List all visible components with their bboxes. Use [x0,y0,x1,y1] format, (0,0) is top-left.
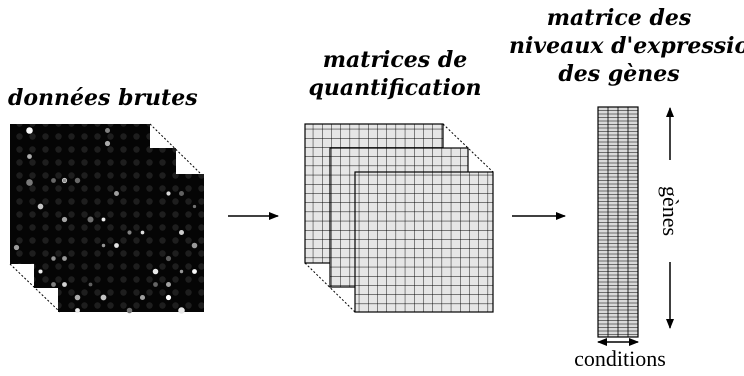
expression-title-line3: des gènes [558,61,680,87]
bright-spot [88,282,93,287]
raw-image-front [58,174,204,312]
bright-spot [26,179,33,186]
expression-title: matrice des niveaux d'expression des gèn… [509,4,744,88]
bright-spot [179,191,184,196]
bright-spot [101,217,106,222]
bright-spot [191,242,198,249]
quant-stack-edge-top-right [442,123,494,173]
bright-spot [13,244,20,251]
expression-title-line2: niveaux d'expression [509,33,744,59]
bright-spot [126,307,133,314]
expression-matrix [597,106,639,338]
genes-label: gènes [658,185,683,237]
quant-matrices-stack [304,123,494,313]
bright-spot [101,243,106,248]
bright-spot [179,230,184,235]
conditions-label: conditions [574,346,666,371]
bright-spot [38,269,43,274]
bright-spot [192,204,197,209]
bright-spot [75,308,80,313]
bright-spot [87,216,94,223]
bright-spot [152,268,159,275]
bright-spot [153,282,158,287]
bright-spot [166,191,171,196]
expression-matrix-grid [598,107,638,337]
expression-title-line1: matrice des [546,5,692,31]
bright-spot [51,256,56,261]
bright-spot [165,281,172,288]
bright-spot [165,294,172,301]
raw-data-title: données brutes [8,85,198,111]
bright-spot [127,230,132,235]
bright-spot [74,177,81,184]
bright-spot [27,154,32,159]
bright-spot [51,282,56,287]
quant-title: matrices de quantification [295,46,495,102]
bright-spot [178,307,185,314]
quant-title-line2: quantification [308,75,482,101]
bright-spot [114,191,119,196]
bright-spot [62,256,67,261]
quant-matrix-front [354,171,494,313]
bright-spot [62,178,67,183]
bright-spot [105,128,110,133]
bright-spot [139,294,146,301]
bright-spot [62,282,67,287]
bright-spot [140,230,145,235]
bright-spot [179,269,184,274]
bright-spot [51,178,56,183]
bright-spot [100,294,107,301]
quant-title-line1: matrices de [322,47,468,73]
bright-spots [13,127,198,314]
bright-spot [37,203,44,210]
bright-spot [114,243,119,248]
bright-spot [104,140,111,147]
bright-spot [165,255,172,262]
bright-spot [61,216,68,223]
raw-data-stack [9,123,204,314]
bright-spot [74,294,81,301]
bright-spot [192,269,197,274]
stack-edge-bottom-left [9,263,61,313]
bright-spot [26,127,33,134]
